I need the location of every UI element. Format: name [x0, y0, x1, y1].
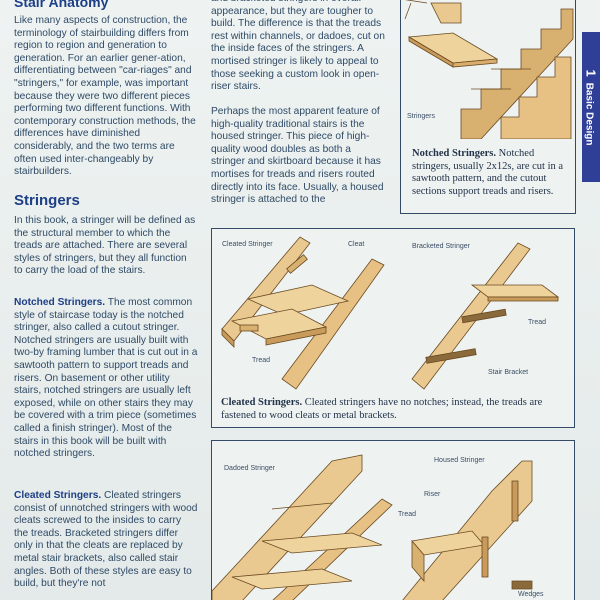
label-wedges: Wedges — [518, 591, 544, 598]
page-heading: Stair Anatomy — [14, 0, 109, 10]
label-stair-bracket: Stair Bracket — [488, 369, 529, 376]
figure-cleated-stringers: Cleated Stringer Cleat Tread Bracketed S… — [211, 228, 575, 428]
notched-caption: Notched Stringers. Notched stringers, us… — [412, 148, 572, 198]
notched-text: The most common style of staircase today… — [14, 297, 198, 460]
label-riser: Riser — [424, 491, 441, 498]
cleated-text: Cleated stringers consist of unnotched s… — [14, 490, 198, 590]
chapter-tab[interactable]: 1Basic Design — [582, 32, 600, 182]
intro-paragraph: Like many aspects of construction, the t… — [14, 15, 196, 178]
label-tread-right: Tread — [528, 319, 547, 326]
label-cleated-stringer: Cleated Stringer — [222, 241, 273, 248]
middle-text-column: and bracketed stringers in overall appea… — [211, 0, 389, 215]
chapter-title: Basic Design — [583, 82, 595, 146]
notched-stringers-illustration — [404, 0, 574, 139]
label-tread-left: Tread — [252, 357, 271, 364]
cleated-caption: Cleated Stringers. Cleated stringers hav… — [221, 397, 571, 422]
chapter-number: 1 — [583, 68, 599, 77]
label-tread: Tread — [398, 511, 417, 518]
cleated-caption-bold: Cleated Stringers. — [221, 397, 303, 408]
notched-caption-text: Notched stringers, usually 2x12s, are cu… — [412, 148, 564, 197]
notched-caption-bold: Notched Stringers. — [412, 148, 496, 159]
chapter-tab-label: 1Basic Design — [584, 69, 599, 145]
cleated-stringers-paragraph: Cleated Stringers. Cleated stringers con… — [14, 490, 198, 591]
stringers-paragraph: In this book, a stringer will be defined… — [14, 215, 196, 277]
label-housed-stringer: Housed Stringer — [434, 457, 485, 464]
label-bracketed-stringer: Bracketed Stringer — [412, 243, 470, 250]
stringers-heading: Stringers — [14, 192, 80, 209]
notched-lead: Notched Stringers. — [14, 297, 106, 308]
label-dadoed-stringer: Dadoed Stringer — [224, 465, 275, 472]
figure-dadoed-housed-stringers: Dadoed Stringer Housed Stringer Riser Tr… — [211, 440, 575, 600]
label-stringers: Stringers — [407, 113, 436, 120]
cleated-lead: Cleated Stringers. — [14, 490, 102, 501]
left-text-column: Stair Anatomy Like many aspects of const… — [14, 0, 200, 600]
label-cleat: Cleat — [348, 241, 365, 248]
dadoed-housed-illustration — [212, 454, 533, 600]
figure-notched-stringers: Stringers Notched Stringers. Notched str… — [400, 0, 576, 214]
mid-paragraph-1: and bracketed stringers in overall appea… — [211, 0, 385, 93]
cleated-caption-text: Cleated stringers have no notches; inste… — [221, 397, 543, 421]
cleated-stringers-illustration — [221, 236, 560, 390]
mid-paragraph-2: Perhaps the most apparent feature of hig… — [211, 106, 384, 206]
notched-stringers-paragraph: Notched Stringers. The most common style… — [14, 297, 198, 461]
